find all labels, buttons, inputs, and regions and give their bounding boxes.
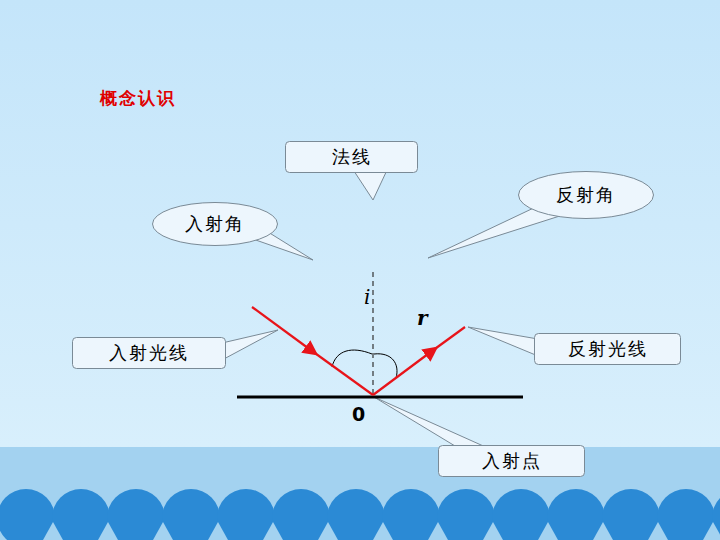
wave-arc bbox=[602, 489, 660, 540]
callout-pointer bbox=[222, 330, 278, 360]
normal-line bbox=[372, 272, 373, 396]
callout-ellipse: 反射角 bbox=[518, 171, 654, 219]
callout-text: 反射角 bbox=[556, 183, 616, 207]
reflection-angle-arc bbox=[374, 354, 397, 378]
wave-arc bbox=[492, 489, 550, 540]
incidence-angle-arc bbox=[332, 350, 372, 367]
wave-gap bbox=[648, 522, 668, 540]
wave-arc bbox=[547, 489, 605, 540]
callout-text: 反射光线 bbox=[568, 337, 648, 361]
wave-arc bbox=[162, 489, 220, 540]
callout-box: 法线 bbox=[285, 141, 418, 173]
wave-gap bbox=[483, 522, 503, 540]
mirror-surface bbox=[237, 396, 523, 399]
wave-gap bbox=[373, 522, 393, 540]
wave-gap bbox=[593, 522, 613, 540]
reflected-ray bbox=[430, 327, 465, 353]
wave-arc bbox=[657, 489, 715, 540]
wave-gap bbox=[153, 522, 173, 540]
wave-arc bbox=[327, 489, 385, 540]
wave-gap bbox=[538, 522, 558, 540]
angle-symbol: i bbox=[364, 285, 370, 309]
callout-text: 入射角 bbox=[185, 212, 245, 236]
callout-box: 入射光线 bbox=[72, 337, 226, 369]
wave-decoration bbox=[0, 489, 720, 540]
wave-gap bbox=[318, 522, 338, 540]
callout-ellipse: 入射角 bbox=[152, 202, 278, 246]
callout-text: 入射光线 bbox=[109, 341, 189, 365]
incident-ray bbox=[310, 350, 373, 396]
wave-arc bbox=[52, 489, 110, 540]
wave-gap bbox=[428, 522, 448, 540]
slide-title: 概念认识 bbox=[100, 87, 176, 110]
incident-ray bbox=[252, 307, 312, 351]
wave-gap bbox=[208, 522, 228, 540]
wave-arc bbox=[437, 489, 495, 540]
wave-arc bbox=[382, 489, 440, 540]
wave-gap bbox=[43, 522, 63, 540]
wave-arc bbox=[217, 489, 275, 540]
wave-gap bbox=[703, 522, 720, 540]
wave-arc bbox=[272, 489, 330, 540]
callout-pointer bbox=[374, 397, 490, 449]
angle-symbol: r bbox=[417, 306, 428, 330]
wave-arc bbox=[0, 489, 55, 540]
point-label: 0 bbox=[352, 403, 365, 425]
reflected-ray bbox=[373, 351, 432, 395]
callout-box: 入射点 bbox=[438, 445, 585, 477]
callout-pointer bbox=[468, 327, 538, 356]
callout-text: 入射点 bbox=[482, 449, 542, 473]
wave-gap bbox=[263, 522, 283, 540]
callout-box: 反射光线 bbox=[534, 333, 681, 365]
wave-arc bbox=[107, 489, 165, 540]
wave-gap bbox=[98, 522, 118, 540]
callout-text: 法线 bbox=[332, 145, 372, 169]
